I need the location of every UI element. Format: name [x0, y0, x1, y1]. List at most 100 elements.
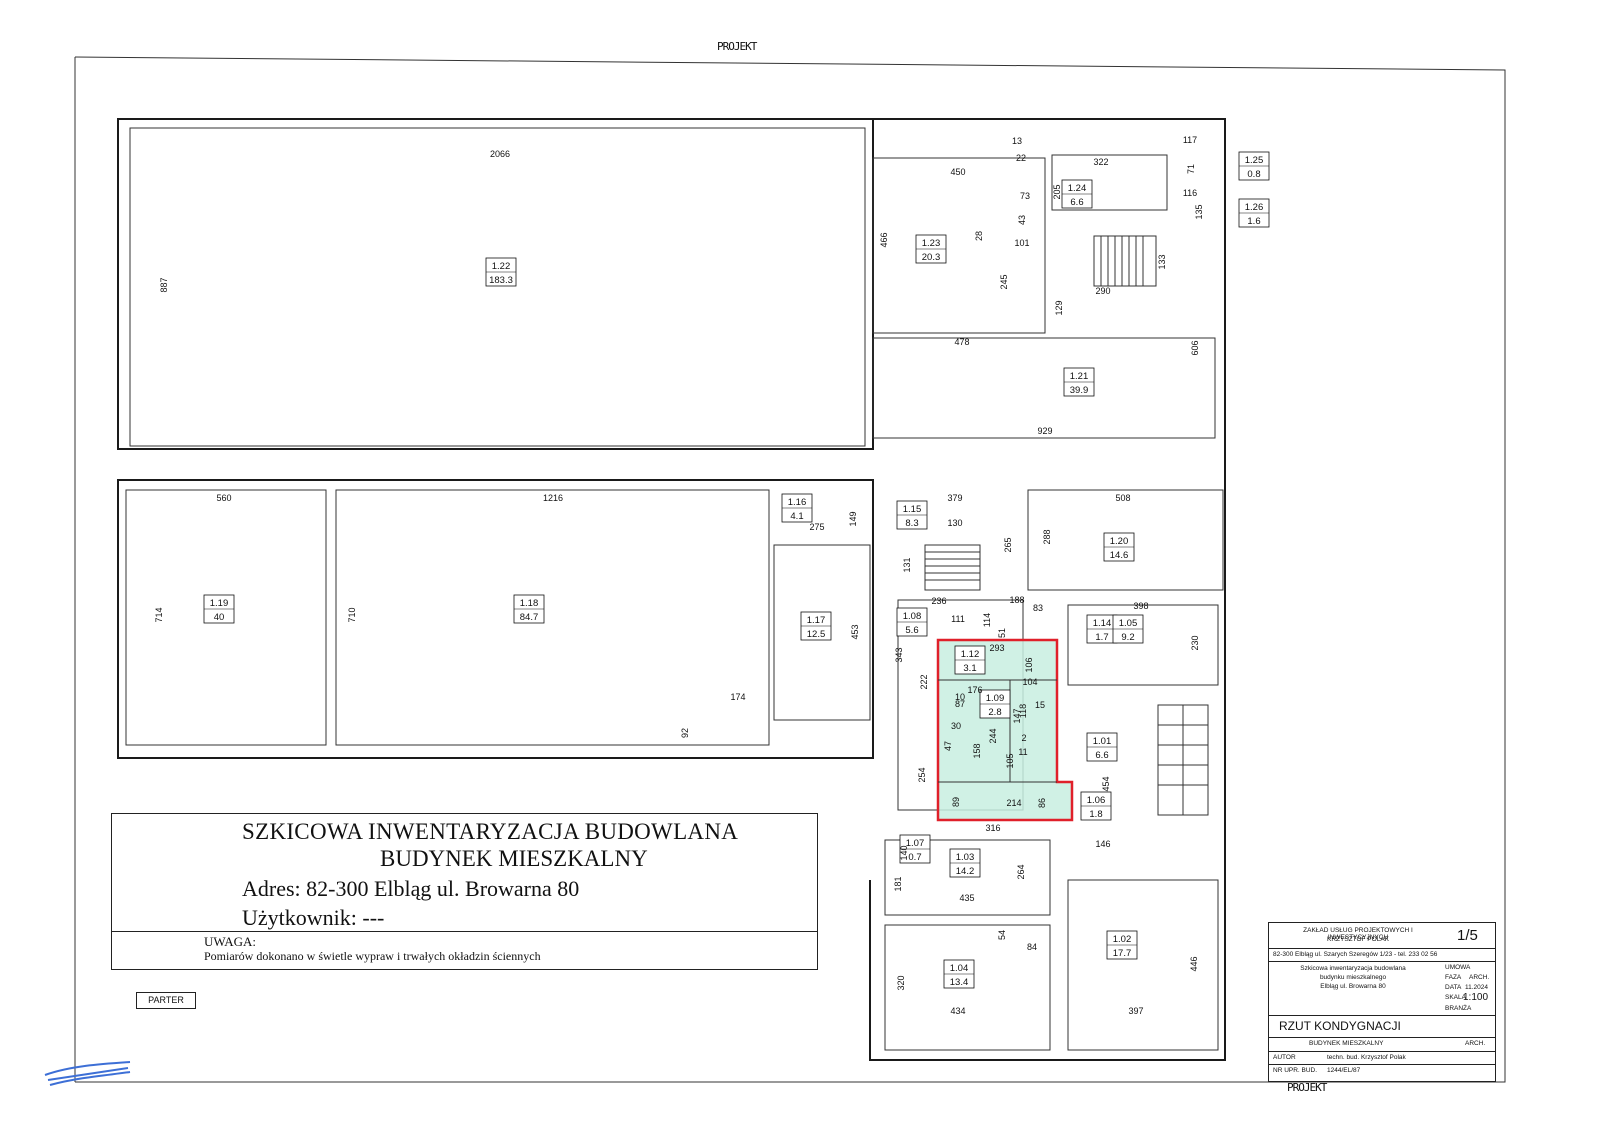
room-area: 14.6 [1110, 550, 1129, 561]
room-label-1-26: 1.261.6 [1238, 198, 1270, 228]
room-label-1-01: 1.01 6.6 [1086, 732, 1118, 762]
room-number: 1.01 [1093, 736, 1112, 747]
room-number: 1.22 [492, 261, 511, 272]
dimension-label: 89 [951, 797, 961, 807]
room-number: 1.09 [986, 693, 1005, 704]
dimension-label: 1216 [543, 493, 563, 503]
dimension-label: 11 [1018, 747, 1027, 757]
stamp-skala: SKALA [1445, 994, 1466, 1001]
stamp-desc-1: Szkicowa inwentaryzacja budowlana [1300, 965, 1406, 972]
dimension-label: 478 [954, 337, 969, 347]
note-separator [112, 931, 817, 932]
room-number: 1.24 [1068, 183, 1087, 194]
dimension-label: 114 [982, 613, 992, 627]
room-area: 84.7 [520, 612, 539, 623]
room-1-22-inner [129, 127, 866, 447]
dimension-label: 2066 [490, 149, 510, 159]
dimension-label: 508 [1115, 493, 1130, 503]
drawing-stamp: ZAKŁAD USŁUG PROJEKTOWYCH I INWESTYCYJNY… [1268, 922, 1496, 1082]
dimension-label: 606 [1190, 340, 1200, 355]
room-label-1-12: 1.123.1 [954, 645, 986, 675]
dimension-label: 92 [680, 728, 690, 738]
room-area: 6.6 [1070, 197, 1083, 208]
dimension-label: 322 [1093, 157, 1108, 167]
room-number: 1.14 [1093, 618, 1112, 629]
room-area: 0.8 [1247, 169, 1260, 180]
dimension-label: 245 [999, 274, 1009, 289]
room-label-1-22: 1.22 183.3 [485, 257, 517, 287]
dimension-label: 30 [951, 721, 961, 731]
floor-label: PARTER [136, 992, 196, 1009]
room-1-03-walls [884, 839, 1051, 916]
room-label-1-08: 1.085.6 [896, 607, 928, 637]
dimension-label: 2 [1021, 733, 1026, 743]
dimension-label: 146 [1095, 839, 1110, 849]
dimension-label: 54 [997, 930, 1007, 940]
sheet-frame [74, 56, 1506, 1083]
room-1-02-walls [1067, 879, 1219, 1051]
room-number: 1.21 [1070, 371, 1089, 382]
room-label-1-20: 1.20 14.6 [1103, 532, 1135, 562]
dimension-label: 264 [1016, 864, 1026, 879]
room-label-1-25: 1.250.8 [1238, 151, 1270, 181]
stamp-scale-value: 1:100 [1463, 992, 1489, 1003]
room-number: 1.20 [1110, 536, 1129, 547]
dimension-label: 71 [1186, 164, 1196, 174]
stamp-author-name: techn. bud. Krzysztof Polak [1327, 1054, 1406, 1061]
dimension-label: 398 [1133, 601, 1148, 611]
stamp-autor-label: AUTOR [1273, 1054, 1296, 1061]
dimension-label: 288 [1042, 529, 1052, 544]
lower-staircase [1157, 704, 1209, 816]
dimension-label: 446 [1189, 956, 1199, 971]
room-1-05-walls [1067, 604, 1219, 686]
stamp-license-label: NR UPR. BUD. [1273, 1067, 1318, 1074]
stamp-owner: KRZYSZTOF POLAK [1326, 936, 1389, 943]
room-label-1-24: 1.24 6.6 [1061, 179, 1093, 209]
stamp-arch: ARCH. [1465, 1040, 1486, 1047]
room-area: 5.6 [905, 625, 918, 636]
dimension-label: 230 [1190, 635, 1200, 650]
dimension-label: 222 [919, 674, 929, 689]
stamp-license-number: 1244/EL/87 [1327, 1067, 1361, 1074]
room-area: 2.8 [988, 707, 1001, 718]
footer-handwriting: PROJEKT [1287, 1081, 1327, 1094]
room-area: 17.7 [1113, 948, 1132, 959]
room-number: 1.04 [950, 963, 969, 974]
room-area: 1.7 [1095, 632, 1108, 643]
room-area: 6.6 [1095, 750, 1108, 761]
room-area: 4.1 [790, 511, 803, 522]
dimension-label: 118 [1018, 704, 1028, 718]
dimension-label: 15 [1035, 700, 1045, 710]
dimension-label: 117 [1183, 135, 1197, 145]
dimension-label: 129 [1054, 300, 1064, 315]
dimension-label: 51 [997, 628, 1007, 638]
room-label-1-09: 1.09 2.8 [979, 689, 1011, 719]
dimension-label: 265 [1003, 537, 1013, 552]
room-number: 1.07 [906, 838, 925, 849]
dimension-label: 316 [985, 823, 1000, 833]
dimension-label: 131 [902, 557, 912, 572]
room-area: 20.3 [922, 252, 941, 263]
dimension-label: 28 [974, 231, 984, 241]
dimension-label: 435 [959, 893, 974, 903]
upper-staircase [1093, 235, 1157, 287]
stamp-faza: FAZA [1445, 974, 1462, 981]
room-area: 183.3 [489, 275, 513, 286]
dimension-label: 176 [967, 685, 982, 695]
highlighted-unit-border [936, 638, 1074, 822]
room-label-1-05: 1.059.2 [1112, 614, 1144, 644]
dimension-label: 47 [943, 741, 953, 751]
dimension-label: 135 [1194, 204, 1204, 219]
dimension-label: 87 [955, 699, 965, 709]
dimension-label: 453 [850, 624, 860, 639]
lower-left-wing-walls [117, 479, 874, 759]
middle-staircase [924, 544, 981, 591]
dimension-label: 181 [893, 876, 903, 891]
room-1-18-walls [335, 489, 770, 746]
